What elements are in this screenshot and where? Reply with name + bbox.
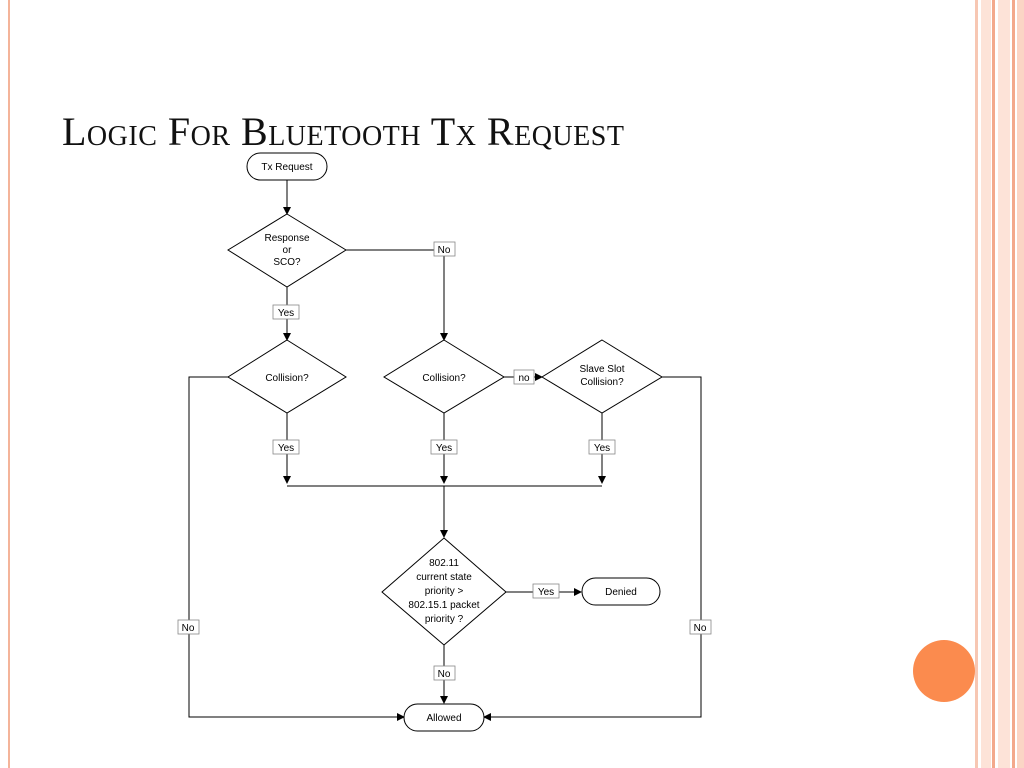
- edge-label-yes: Yes: [278, 308, 294, 319]
- edge-label-box: [177, 619, 200, 635]
- edge-label-box: [272, 304, 300, 320]
- decision-slave-slot-diamond: [541, 339, 663, 414]
- decorative-circle: [913, 640, 975, 702]
- right-stripe: [998, 0, 1010, 768]
- edge-label-no: No: [438, 245, 451, 256]
- decision-response-diamond: [227, 213, 347, 288]
- edge-label-no: No: [694, 623, 707, 634]
- left-border-line: [8, 0, 10, 768]
- start-terminator: [246, 152, 328, 181]
- decision-collision-left-diamond: [227, 339, 347, 414]
- edge-label-box: [689, 619, 712, 635]
- allowed-label: Allowed: [426, 713, 461, 724]
- edge-label-yes: Yes: [278, 443, 294, 454]
- decision-slave-slot-label: Slave Slot: [579, 364, 624, 375]
- decision-priority-label: 802.11: [429, 558, 459, 569]
- decision-slave-slot-label: Collision?: [580, 377, 624, 388]
- decision-response-label: Response: [264, 233, 309, 244]
- decision-collision-mid-diamond: [383, 339, 505, 414]
- decision-response-label: or: [283, 245, 293, 256]
- edge-label-yes: Yes: [436, 443, 452, 454]
- edge-label-box: [532, 583, 560, 599]
- denied-label: Denied: [605, 587, 637, 598]
- edge-label-box: [433, 665, 456, 681]
- right-stripe: [975, 0, 978, 768]
- edge-label-box: [433, 241, 456, 257]
- decision-priority-label: 802.15.1 packet: [408, 600, 479, 611]
- edge-label-no: No: [182, 623, 195, 634]
- slide-title: Logic For Bluetooth Tx Request: [62, 109, 625, 154]
- allowed-terminator: [403, 703, 485, 732]
- edge-label-yes: Yes: [594, 443, 610, 454]
- edge-label-yes: Yes: [538, 587, 554, 598]
- right-stripe: [981, 0, 991, 768]
- right-stripe: [992, 0, 995, 768]
- connector: [346, 249, 448, 341]
- decision-priority-label: current state: [416, 572, 472, 583]
- edge-label-no: no: [518, 373, 530, 384]
- connector: [483, 376, 702, 721]
- denied-terminator: [581, 577, 661, 606]
- edge-label-no: No: [438, 669, 451, 680]
- decision-priority-label: priority >: [425, 586, 464, 597]
- decision-collision-mid-label: Collision?: [422, 373, 466, 384]
- edge-label-box: [513, 369, 535, 385]
- decision-priority-label: priority ?: [425, 614, 464, 625]
- connector: [188, 376, 405, 721]
- decision-priority-diamond: [381, 537, 507, 646]
- edge-label-box: [272, 439, 300, 455]
- right-stripe: [1017, 0, 1024, 768]
- decision-collision-left-label: Collision?: [265, 373, 309, 384]
- edge-label-box: [430, 439, 458, 455]
- start-label: Tx Request: [261, 162, 312, 173]
- right-stripe: [1012, 0, 1015, 768]
- edge-label-box: [588, 439, 616, 455]
- decision-response-label: SCO?: [273, 257, 301, 268]
